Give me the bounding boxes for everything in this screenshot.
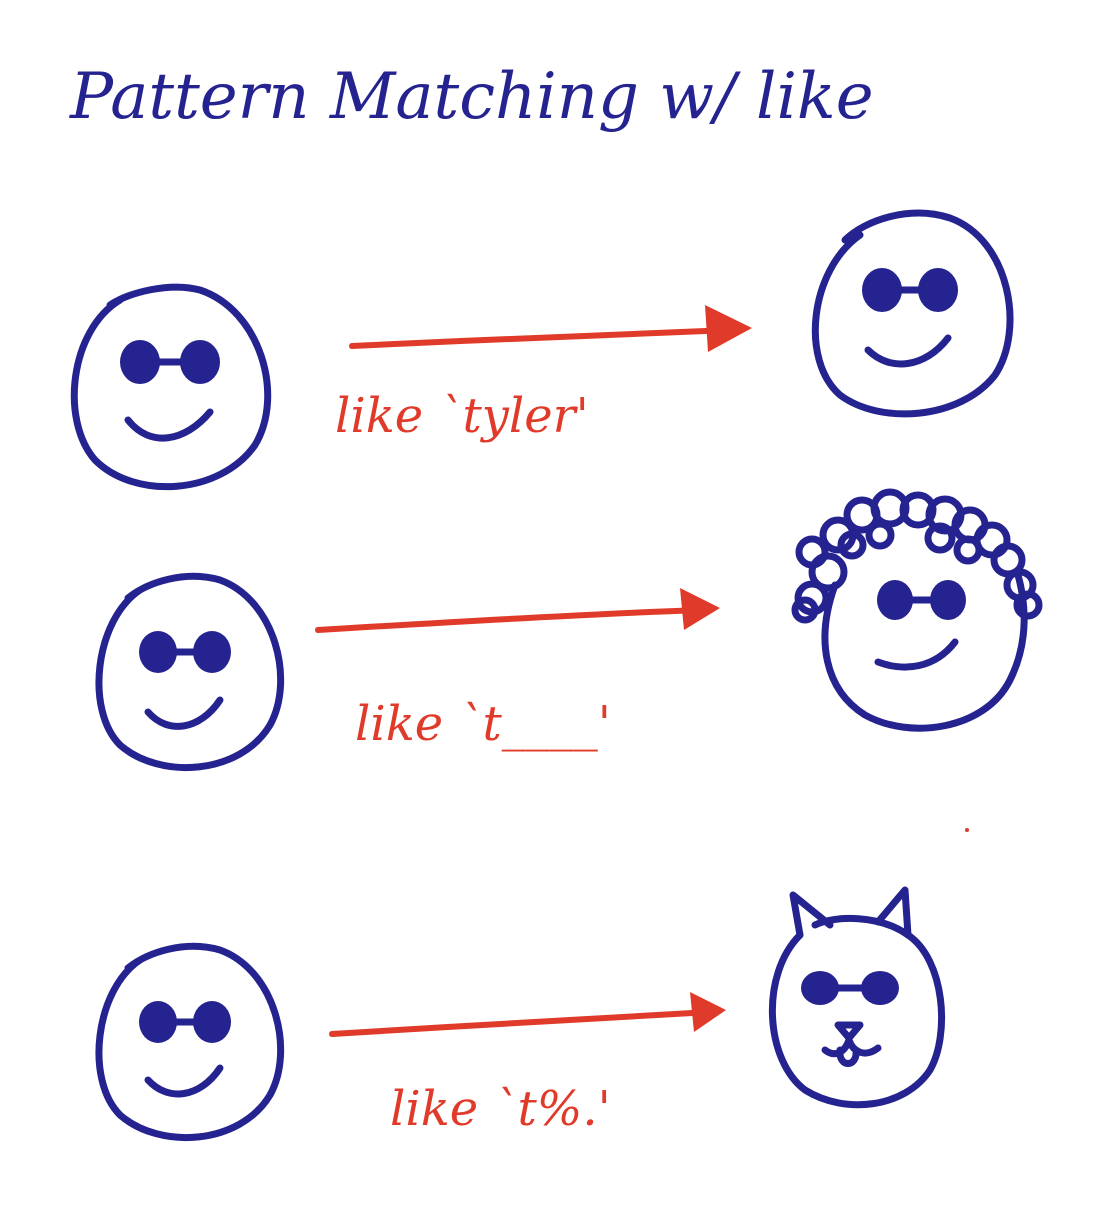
stray-mark: [965, 828, 969, 832]
target-face-icon: [811, 209, 1014, 418]
source-face-icon: [70, 283, 272, 491]
row-2: like `t____': [95, 488, 1043, 772]
page-title: Pattern Matching w/ like: [69, 60, 874, 134]
match-arrow-icon: [315, 588, 720, 633]
pattern-label: like `t%.': [390, 1081, 611, 1137]
pattern-label: like `t____': [355, 696, 611, 752]
row-1: like `tyler': [70, 209, 1014, 491]
curly-hair-face-icon: [791, 488, 1043, 732]
source-face-icon: [95, 942, 285, 1142]
pattern-label: like `tyler': [335, 388, 589, 444]
cat-face-icon: [769, 886, 946, 1109]
row-3: like `t%.': [95, 886, 946, 1142]
match-arrow-icon: [349, 305, 752, 352]
source-face-icon: [95, 572, 285, 772]
match-arrow-icon: [329, 992, 726, 1037]
